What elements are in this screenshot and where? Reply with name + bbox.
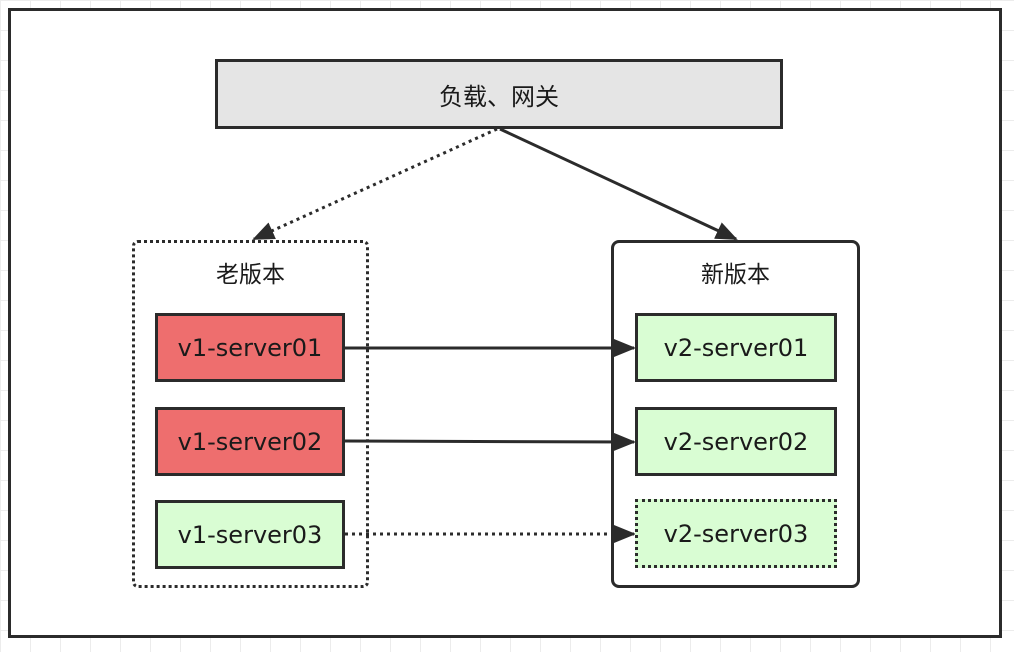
v1-server02-label: v1-server02 (177, 427, 323, 456)
v2-server02-label: v2-server02 (663, 427, 809, 456)
v2-server03-box: v2-server03 (635, 499, 837, 568)
v1-server03-label: v1-server03 (177, 520, 323, 549)
v1-server01-box: v1-server01 (155, 313, 345, 382)
v1-server02-box: v1-server02 (155, 407, 345, 476)
v2-server01-box: v2-server01 (635, 313, 837, 382)
gateway-label: 负载、网关 (439, 82, 559, 111)
v2-server01-label: v2-server01 (663, 333, 809, 362)
v1-server03-box: v1-server03 (155, 500, 345, 569)
v2-server02-box: v2-server02 (635, 407, 837, 476)
old-version-title: 老版本 (216, 262, 285, 288)
v1-server01-label: v1-server01 (177, 333, 323, 362)
v2-server03-label: v2-server03 (663, 519, 809, 548)
new-version-title: 新版本 (701, 262, 770, 288)
old-version-group: 老版本 (132, 240, 369, 588)
gateway-box: 负载、网关 (215, 59, 783, 129)
new-version-group: 新版本 (611, 240, 860, 588)
